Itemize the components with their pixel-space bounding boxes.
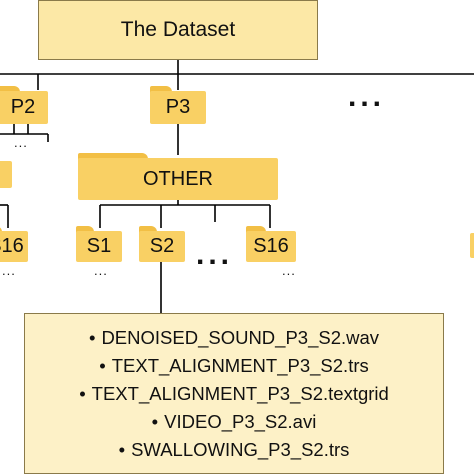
folder-label: S16 <box>0 235 24 257</box>
file-name: DENOISED_SOUND_P3_S2.wav <box>101 327 380 348</box>
file-name: SWALLOWING_P3_S2.trs <box>131 439 350 460</box>
folder-p2: P2 <box>0 86 48 124</box>
file-item: •DENOISED_SOUND_P3_S2.wav <box>25 324 443 352</box>
file-list-box: •DENOISED_SOUND_P3_S2.wav •TEXT_ALIGNMEN… <box>24 313 444 474</box>
bullet: • <box>79 383 86 404</box>
folder-label: S16 <box>253 235 289 257</box>
root-label: The Dataset <box>120 18 236 41</box>
bullet: • <box>151 411 159 432</box>
folder-label: P3 <box>165 96 191 118</box>
p2-children-ellipsis: ... <box>14 135 28 150</box>
folder-partial-left <box>0 156 12 188</box>
file-name: TEXT_ALIGNMENT_P3_S2.trs <box>111 355 369 376</box>
folder-label: S2 <box>149 235 175 257</box>
folder-label: S1 <box>86 235 112 257</box>
file-item: •TEXT_ALIGNMENT_P3_S2.textgrid <box>25 380 443 408</box>
s16-partial-children-ellipsis: ... <box>2 263 16 278</box>
s16-children-ellipsis: ... <box>282 263 296 278</box>
file-name: VIDEO_P3_S2.avi <box>164 411 317 432</box>
folder-s16-partial: S16 <box>0 226 28 262</box>
folder-label: OTHER <box>143 167 213 190</box>
bullet: • <box>88 327 96 348</box>
folder-p3: P3 <box>150 86 206 124</box>
folder-partial-right <box>470 228 474 258</box>
sessions-ellipsis: ... <box>196 238 234 271</box>
folder-s16: S16 <box>246 226 296 262</box>
file-item: •SWALLOWING_P3_S2.trs <box>25 436 443 464</box>
bullet: • <box>118 439 126 460</box>
s1-children-ellipsis: ... <box>94 263 108 278</box>
folder-label: P2 <box>10 96 36 118</box>
folder-other: OTHER <box>78 153 278 200</box>
participants-ellipsis: ... <box>348 80 386 113</box>
folder-s1: S1 <box>76 226 122 262</box>
file-item: •VIDEO_P3_S2.avi <box>25 408 443 436</box>
file-name: TEXT_ALIGNMENT_P3_S2.textgrid <box>91 383 389 404</box>
root-node: The Dataset <box>38 0 318 60</box>
folder-s2: S2 <box>139 226 185 262</box>
file-item: •TEXT_ALIGNMENT_P3_S2.trs <box>25 352 443 380</box>
bullet: • <box>99 355 106 376</box>
